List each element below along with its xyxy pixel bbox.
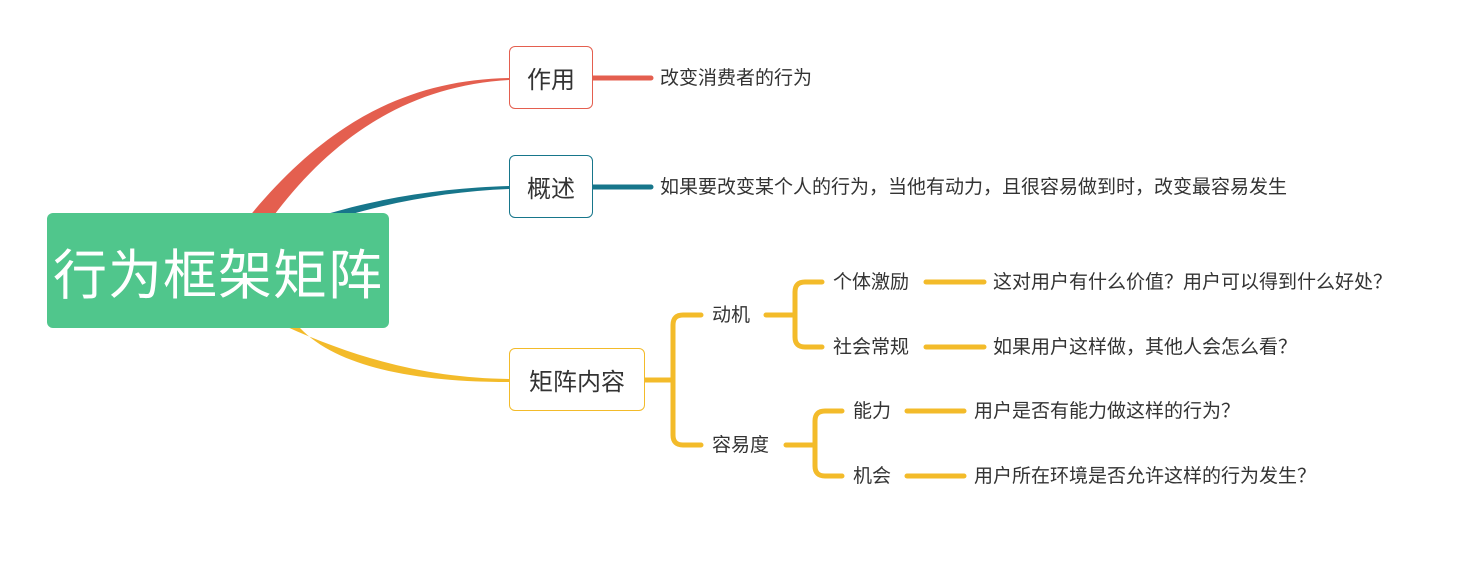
branch-curve-juzhen <box>285 326 509 382</box>
branch-curve-zuoyong <box>248 78 509 218</box>
connector-rongyidu-bracket <box>812 408 845 479</box>
topic-gaishu[interactable]: 概述 <box>509 155 593 218</box>
question-geti-jili[interactable]: 这对用户有什么价值？用户可以得到什么好处？ <box>993 271 1393 293</box>
topic-juzhen-neirong[interactable]: 矩阵内容 <box>509 348 645 411</box>
question-jihui[interactable]: 用户所在环境是否允许这样的行为发生？ <box>974 465 1317 487</box>
question-shehui-changgui[interactable]: 如果用户这样做，其他人会怎么看？ <box>993 336 1298 358</box>
item-nengli[interactable]: 能力 <box>853 400 892 422</box>
branch-curve-gaishu <box>320 186 509 216</box>
connector-dongji-bracket <box>792 279 825 350</box>
question-nengli[interactable]: 用户是否有能力做这样的行为？ <box>974 400 1241 422</box>
item-shehui-changgui[interactable]: 社会常规 <box>833 336 910 358</box>
connector-juzhen-bracket <box>670 312 704 448</box>
gaishu-description[interactable]: 如果要改变某个人的行为，当他有动力，且很容易做到时，改变最容易发生 <box>660 176 1288 198</box>
subtopic-dongji[interactable]: 动机 <box>712 304 751 326</box>
item-geti-jili[interactable]: 个体激励 <box>833 271 910 293</box>
subtopic-rongyidu[interactable]: 容易度 <box>712 434 770 456</box>
root-topic[interactable]: 行为框架矩阵 <box>47 213 389 328</box>
zuoyong-description[interactable]: 改变消费者的行为 <box>660 67 813 89</box>
topic-zuoyong[interactable]: 作用 <box>509 46 593 109</box>
item-jihui[interactable]: 机会 <box>853 465 892 487</box>
